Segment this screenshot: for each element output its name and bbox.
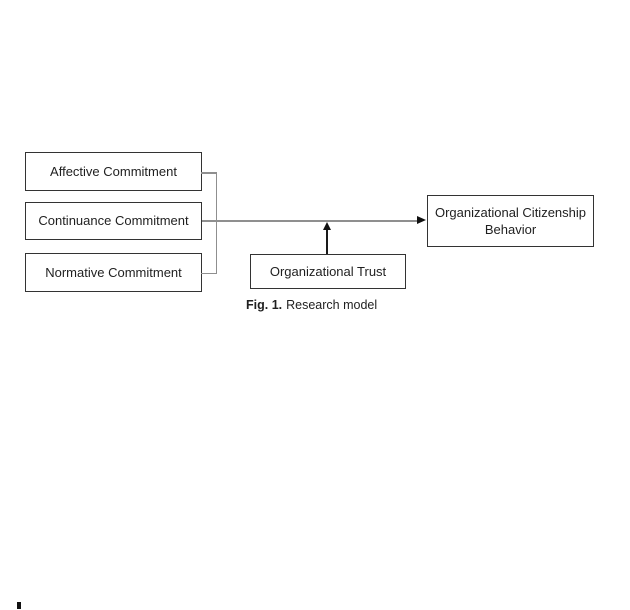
bracket-stub-bottom-line: [201, 272, 217, 274]
continuance-commitment-box: Continuance Commitment: [25, 202, 202, 240]
arrowhead-right-icon: [417, 216, 426, 225]
organizational-citizenship-behavior-box: Organizational Citizenship Behavior: [427, 195, 594, 247]
affective-commitment-box: Affective Commitment: [25, 152, 202, 191]
main-arrow-line: [202, 220, 418, 222]
figure-caption: Fig. 1.Research model: [246, 298, 377, 312]
affective-commitment-label: Affective Commitment: [50, 163, 177, 179]
stray-cursor-mark: [17, 602, 21, 609]
bracket-stub-top-line: [201, 172, 217, 174]
figure-caption-number: Fig. 1.: [246, 298, 283, 312]
ocb-label-line2: Behavior: [484, 222, 537, 237]
arrowhead-up-icon: [322, 221, 331, 230]
ocb-label-line1: Organizational Citizenship: [434, 205, 587, 220]
bracket-vertical-line: [215, 172, 217, 274]
normative-commitment-box: Normative Commitment: [25, 253, 202, 292]
figure-caption-text: Research model: [286, 298, 378, 312]
continuance-commitment-label: Continuance Commitment: [38, 213, 189, 228]
organizational-trust-label: Organizational Trust: [269, 263, 387, 279]
organizational-trust-box: Organizational Trust: [250, 254, 406, 289]
normative-commitment-label: Normative Commitment: [45, 264, 182, 280]
trust-arrow-line: [326, 229, 328, 254]
